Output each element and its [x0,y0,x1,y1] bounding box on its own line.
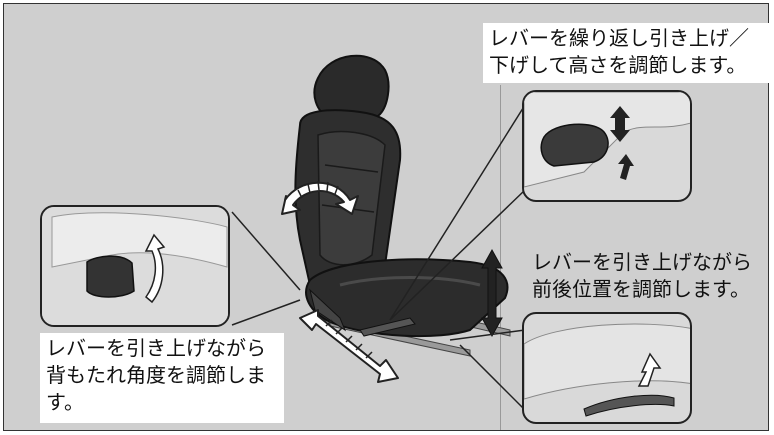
height-lever-inset [522,90,692,202]
slide-adjust-caption: レバーを引き上げながら 前後位置を調節します。 [532,250,752,301]
seat-cushion [305,258,509,338]
headrest [313,54,390,120]
height-adjust-caption: レバーを繰り返し引き上げ／ 下げして高さを調節します。 [483,23,770,83]
slide-lever-inset [522,312,692,424]
recline-adjust-caption: レバーを引き上げながら 背もたれ角度を調節しま す。 [40,333,284,423]
panel-divider [500,85,501,430]
recline-lever-inset [40,205,230,327]
